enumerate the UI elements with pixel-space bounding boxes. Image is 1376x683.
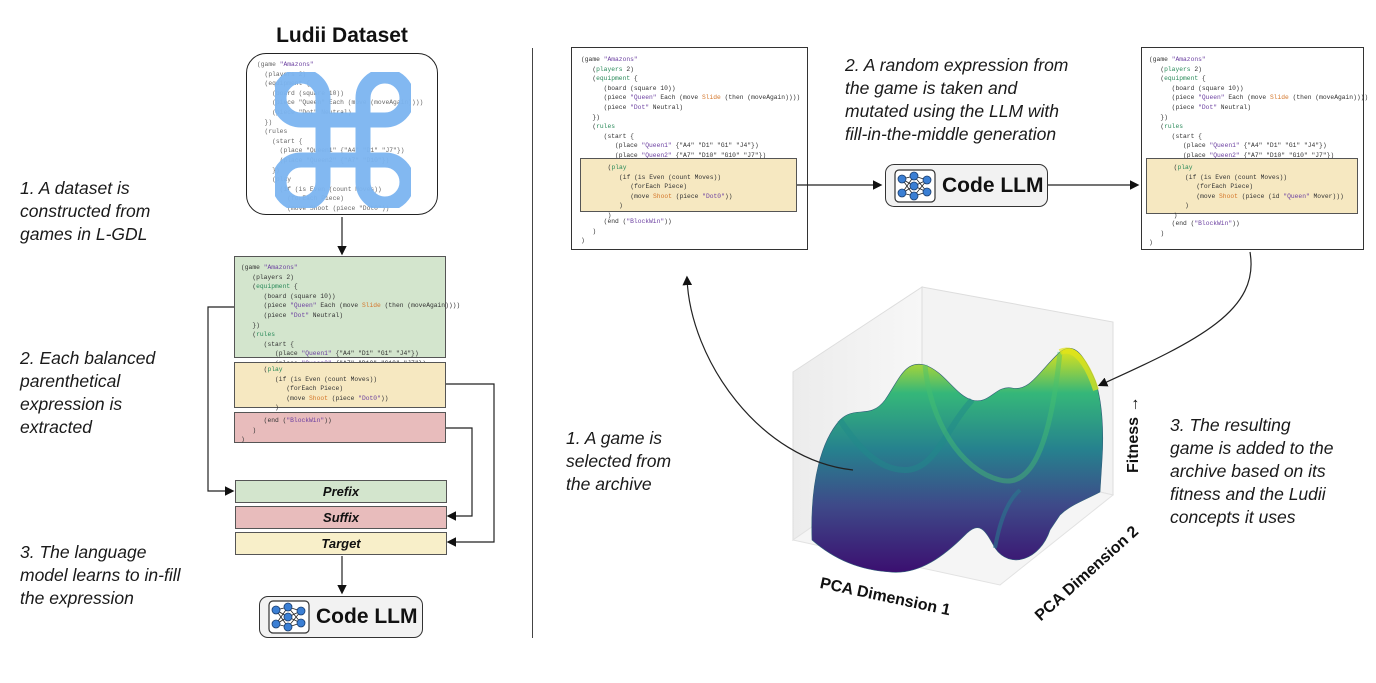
caption-dataset-constructed: 1. A dataset is constructed from games i…: [20, 178, 151, 244]
caption-expression-extracted: 2. Each balanced parenthetical expressio…: [20, 348, 156, 437]
source-game-code-top: (game "Amazons" (players 2) (equipment {…: [581, 56, 801, 169]
flow-arrows: [207, 180, 1252, 595]
mutated-game-code-bottom: (end ("BlockWin")) ) ): [1149, 220, 1240, 247]
caption-resulting-game: 3. The resulting game is added to the ar…: [1170, 415, 1334, 527]
suffix-label-box: Suffix: [235, 506, 447, 529]
target-label-box: Target: [235, 532, 447, 555]
right-code-llm-box: Code LLM: [885, 164, 1048, 207]
panel-divider: [532, 48, 534, 638]
mutated-game-card: (game "Amazons" (players 2) (equipment {…: [1141, 47, 1368, 250]
caption-random-expression: 2. A random expression from the game is …: [845, 55, 1069, 144]
dataset-logo-icon: [275, 72, 411, 208]
suffix-code-block: (end ("BlockWin")) ) ): [234, 412, 446, 443]
source-game-highlight: (play (if (is Even (count Moves)) (forEa…: [580, 158, 797, 219]
mutated-game-code-top: (game "Amazons" (players 2) (equipment {…: [1149, 56, 1369, 169]
dataset-card: (game "Amazons" (players 2) (equipment {…: [246, 53, 438, 215]
caption-game-selected: 1. A game is selected from the archive: [566, 428, 672, 494]
mutated-game-highlight: (play (if (is Even (count Moves)) (forEa…: [1146, 158, 1358, 219]
left-llm-label: Code LLM: [316, 605, 418, 628]
source-game-card: (game "Amazons" (players 2) (equipment {…: [571, 47, 808, 250]
neural-network-icon: [894, 168, 936, 203]
source-game-highlight-code: (play (if (is Even (count Moves)) (forEa…: [585, 164, 733, 219]
right-llm-label: Code LLM: [942, 173, 1044, 197]
mutated-game-highlight-code: (play (if (is Even (count Moves)) (forEa…: [1151, 164, 1344, 219]
target-code-block: (play (if (is Even (count Moves)) (forEa…: [234, 362, 446, 421]
caption-model-learns: 3. The language model learns to in-fill …: [20, 542, 181, 608]
neural-network-icon: [268, 600, 310, 634]
fitness-surface: [811, 347, 1104, 573]
source-game-code-bottom: (end ("BlockWin")) ) ): [581, 218, 672, 245]
target-code-text: (play (if (is Even (count Moves)) (forEa…: [241, 366, 389, 421]
left-code-llm-box: Code LLM: [259, 596, 423, 638]
axis-fitness: Fitness →: [1125, 396, 1142, 473]
dataset-title: Ludii Dataset: [276, 24, 408, 47]
suffix-code-text: (end ("BlockWin")) ) ): [241, 417, 332, 444]
prefix-label-box: Prefix: [235, 480, 447, 503]
